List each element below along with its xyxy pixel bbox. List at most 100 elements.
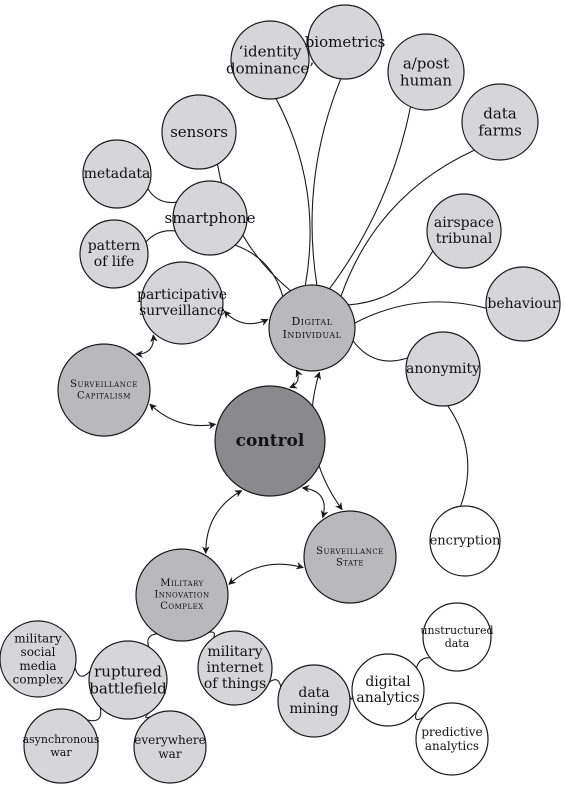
- node-circle-military-internet-of-things: [197, 630, 273, 706]
- node-circle-data-farms: [461, 83, 539, 161]
- node-label-airspace-tribunal: airspace: [434, 215, 494, 231]
- node-circle-biometrics: [307, 4, 383, 80]
- node-anonymity: anonymity: [405, 331, 481, 407]
- node-label-behaviour: behaviour: [487, 296, 558, 312]
- node-circle-surveillance-state: [303, 510, 397, 604]
- node-label-data-mining: data: [298, 685, 329, 701]
- node-circle-participative-surveillance: [140, 261, 224, 345]
- node-circle-encryption: [429, 505, 501, 577]
- node-circle-anonymity: [405, 331, 481, 407]
- node-label-asynchronous-war: asynchronous: [22, 733, 99, 746]
- node-label-digital-individual: Individual: [283, 328, 342, 341]
- node-circle-everywhere-war: [133, 710, 207, 784]
- edge-military-social-media-complex-to-ruptured-battlefield: [74, 667, 91, 677]
- node-circle-behaviour: [485, 266, 561, 342]
- node-label-smartphone: smartphone: [165, 209, 256, 227]
- node-label-data-farms: data: [483, 104, 517, 122]
- node-circle-unstructured-data: [422, 602, 492, 672]
- node-label-asynchronous-war: war: [50, 746, 72, 759]
- node-label-digital-individual: Digital: [291, 315, 332, 328]
- node-circle-ruptured-battlefield: [88, 640, 168, 720]
- edge-control-to-military-innovation-complex: [201, 490, 243, 555]
- node-circle-control: [214, 385, 326, 497]
- edge-digital-individual-to-control: [289, 369, 303, 389]
- node-circle-metadata: [82, 139, 152, 209]
- node-label-participative-surveillance: surveillance: [139, 303, 225, 319]
- nodes-layer: ‘identitydominance’biometricsa/posthuman…: [0, 4, 561, 784]
- node-circle-data-mining: [277, 664, 351, 738]
- node-label-identity-dominance: ‘identity: [238, 42, 302, 60]
- node-label-anonymity: anonymity: [406, 361, 480, 377]
- node-label-airspace-tribunal: tribunal: [436, 231, 493, 247]
- node-circle-pattern-of-life: [79, 219, 149, 289]
- edge-military-innovation-complex-to-surveillance-state: [228, 562, 304, 585]
- node-label-predictive-analytics: predictive: [421, 725, 482, 739]
- node-circle-surveillance-capitalism: [57, 343, 151, 437]
- node-circle-asynchronous-war: [23, 708, 99, 784]
- node-circle-military-social-media-complex: [0, 620, 77, 698]
- edge-metadata-to-smartphone: [147, 188, 177, 204]
- edge-participative-surveillance-to-surveillance-capitalism: [135, 334, 158, 359]
- node-label-a-post-human: human: [400, 72, 452, 90]
- edge-anonymity-to-encryption: [447, 405, 469, 507]
- node-label-military-innovation-complex: Innovation: [154, 590, 209, 601]
- edge-military-internet-of-things-to-data-mining: [268, 679, 282, 688]
- node-label-ruptured-battlefield: battlefield: [89, 680, 167, 698]
- node-circle-digital-individual: [268, 284, 356, 372]
- node-encryption: encryption: [429, 505, 501, 577]
- node-circle-airspace-tribunal: [426, 193, 502, 269]
- node-circle-military-innovation-complex: [135, 548, 229, 642]
- node-label-identity-dominance: dominance’: [226, 60, 314, 78]
- edge-digital-analytics-to-unstructured-data: [415, 657, 431, 669]
- node-label-surveillance-capitalism: Capitalism: [77, 390, 131, 401]
- node-label-military-social-media-complex: media: [19, 659, 56, 673]
- edge-airspace-tribunal-to-digital-individual: [348, 250, 434, 306]
- edge-military-innovation-complex-to-ruptured-battlefield: [147, 633, 158, 648]
- node-label-military-social-media-complex: social: [21, 645, 56, 659]
- node-label-data-mining: mining: [289, 701, 338, 717]
- node-circle-a-post-human: [387, 33, 465, 111]
- node-biometrics: biometrics: [305, 4, 385, 80]
- edge-biometrics-to-digital-individual: [311, 78, 342, 286]
- edge-control-to-surveillance-state: [301, 484, 329, 519]
- node-label-surveillance-capitalism: Surveillance: [70, 379, 138, 390]
- node-label-surveillance-state: State: [336, 557, 364, 568]
- node-circle-sensors: [161, 94, 237, 170]
- node-label-everywhere-war: everywhere: [134, 733, 205, 747]
- node-circle-digital-analytics: [351, 653, 425, 727]
- edge-smartphone-to-digital-individual: [235, 244, 284, 297]
- edge-participative-surveillance-to-digital-individual: [223, 310, 269, 326]
- node-label-pattern-of-life: of life: [94, 254, 134, 270]
- node-label-digital-analytics: analytics: [356, 690, 419, 706]
- node-metadata: metadata: [82, 139, 152, 209]
- node-label-military-social-media-complex: complex: [13, 673, 64, 687]
- node-label-everywhere-war: war: [158, 747, 181, 761]
- node-label-military-social-media-complex: military: [14, 631, 62, 645]
- edge-a-post-human-to-digital-individual: [329, 106, 412, 290]
- node-sensors: sensors: [161, 94, 237, 170]
- edge-identity-dominance-to-digital-individual: [275, 98, 311, 286]
- node-circle-smartphone: [172, 180, 248, 256]
- node-circle-predictive-analytics: [415, 702, 489, 776]
- node-label-unstructured-data: data: [445, 637, 470, 650]
- node-label-control: control: [236, 431, 305, 451]
- node-label-data-farms: farms: [478, 122, 522, 140]
- node-label-military-innovation-complex: Military: [160, 578, 203, 589]
